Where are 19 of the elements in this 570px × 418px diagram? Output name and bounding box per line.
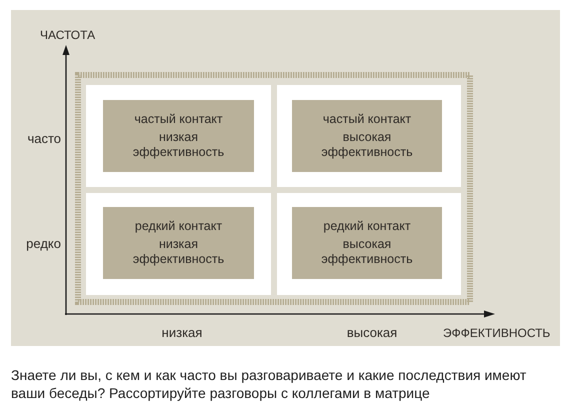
axis-tick-label: часто: [26, 131, 61, 147]
quadrant-box: [103, 207, 254, 279]
axis-title: ЧАСТОТА: [40, 27, 96, 43]
axis-tick-label: редко: [25, 236, 61, 252]
quadrant-label: высокая эффективность: [321, 237, 413, 267]
quadrant-heading: частый контакт: [134, 112, 223, 127]
quadrant-heading: частый контакт: [322, 112, 412, 127]
quadrant-label: низкая эффективность: [132, 130, 224, 160]
caption-text: Знаете ли вы, с кем и как часто вы разговариваете и какие последствия имеют ваши беседы? Рассортируйте разговоры с коллегами в матрице: [11, 366, 528, 402]
quadrant-box: [292, 100, 442, 172]
quadrant-label: высокая эффективность: [321, 130, 413, 160]
quadrant-heading: редкий контакт: [323, 219, 411, 234]
quadrant-box: [103, 100, 254, 172]
axis-tick-label: высокая: [346, 325, 398, 341]
axis-title: ЭФФЕКТИВНОСТЬ: [443, 325, 550, 341]
quadrant-box: [292, 207, 442, 279]
quadrant-label: низкая эффективность: [132, 237, 224, 267]
quadrant-heading: редкий контакт: [134, 219, 222, 234]
axis-tick-label: низкая: [160, 325, 204, 341]
